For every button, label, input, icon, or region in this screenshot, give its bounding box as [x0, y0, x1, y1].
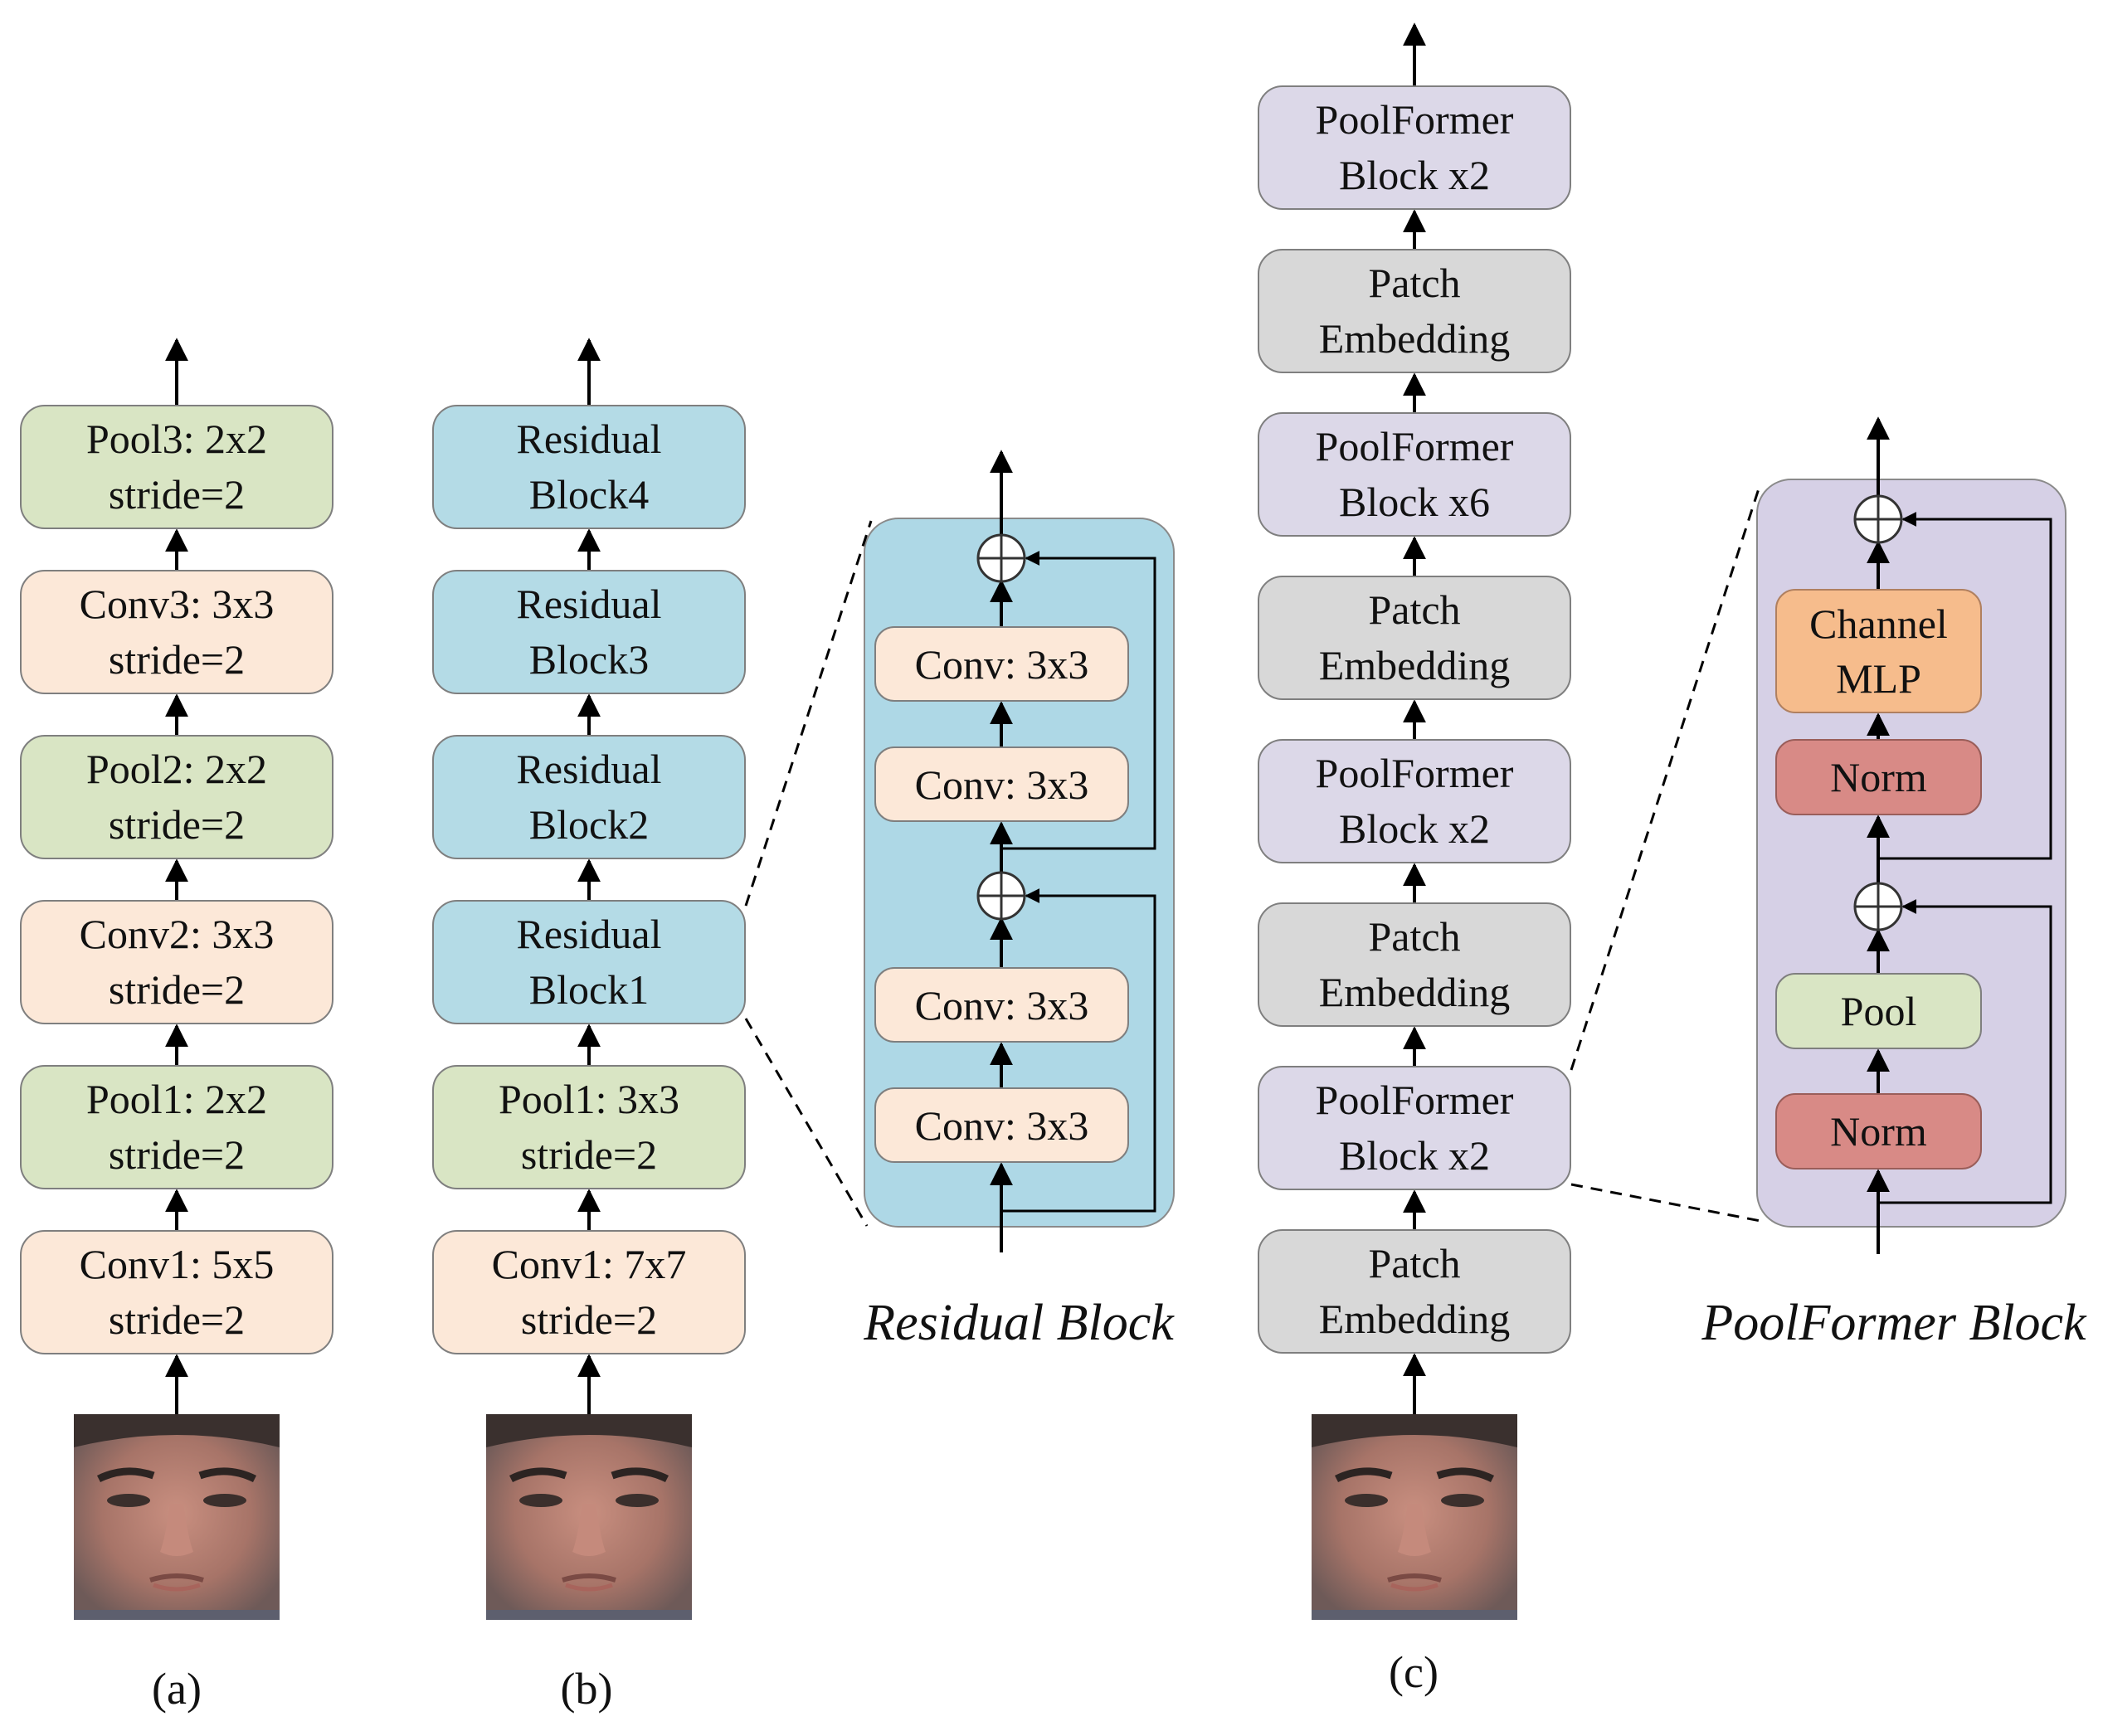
pool1-block: Pool1: 2x2 stride=2	[20, 1065, 333, 1189]
block-line2: Block x2	[1339, 1132, 1490, 1179]
block-line1: Pool1: 3x3	[498, 1076, 680, 1122]
block-line1: Patch	[1368, 586, 1461, 633]
residual-conv-2: Conv: 3x3	[874, 967, 1129, 1043]
block-line2: Block4	[528, 471, 650, 518]
pool-label: Pool	[1840, 988, 1917, 1034]
block-line1: Patch	[1368, 1240, 1461, 1286]
block-line1: Conv1: 5x5	[79, 1241, 275, 1287]
conv-label: Conv: 3x3	[914, 981, 1089, 1028]
block-line2: Embedding	[1318, 642, 1511, 688]
res-plus-2	[976, 533, 1026, 583]
conv1-block-b: Conv1: 7x7 stride=2	[432, 1230, 746, 1354]
face-photo-c	[1312, 1414, 1517, 1620]
block-line2: stride=2	[108, 1131, 246, 1178]
block-line1: Residual	[516, 581, 662, 627]
block-line1: Residual	[516, 416, 662, 462]
face-photo-a	[74, 1414, 280, 1620]
block-line1: Residual	[516, 746, 662, 792]
conv3-block: Conv3: 3x3 stride=2	[20, 570, 333, 694]
block-line2: stride=2	[108, 636, 246, 683]
block-line1: Conv2: 3x3	[79, 911, 275, 957]
conv-label: Conv: 3x3	[914, 761, 1089, 808]
conv-label: Conv: 3x3	[914, 1101, 1089, 1149]
pf-skip-1	[1878, 899, 2052, 1204]
block-line2: stride=2	[108, 471, 246, 518]
pf-plus-1	[1853, 882, 1903, 931]
norm-label: Norm	[1830, 754, 1927, 800]
norm-block-top: Norm	[1775, 739, 1982, 815]
block-line1: PoolFormer	[1315, 96, 1514, 143]
block-line2: Block3	[528, 636, 650, 683]
block-line2: Embedding	[1318, 315, 1511, 362]
residual-block-caption: Residual Block	[864, 1295, 1174, 1351]
block-line2: stride=2	[108, 801, 246, 848]
residual-conv-1: Conv: 3x3	[874, 1087, 1129, 1163]
residual-conv-3: Conv: 3x3	[874, 746, 1129, 822]
block-line1: Patch	[1368, 260, 1461, 306]
block-line1: Channel	[1809, 601, 1948, 647]
zoom-line-residual-bottom	[744, 1018, 869, 1227]
block-line2: Block x2	[1339, 805, 1490, 852]
block-line2: Block1	[528, 966, 650, 1013]
conv-label: Conv: 3x3	[914, 640, 1089, 688]
conv2-block: Conv2: 3x3 stride=2	[20, 900, 333, 1024]
block-line1: PoolFormer	[1315, 750, 1514, 796]
conv1-block: Conv1: 5x5 stride=2	[20, 1230, 333, 1354]
zoom-line-poolformer-top	[1570, 483, 1762, 1071]
block-line1: Residual	[516, 911, 662, 957]
block-line2: Embedding	[1318, 1296, 1511, 1342]
block-line2: stride=2	[108, 966, 246, 1013]
pool3-block: Pool3: 2x2 stride=2	[20, 405, 333, 529]
label-b: (b)	[560, 1664, 613, 1714]
block-line1: Pool2: 2x2	[85, 746, 268, 792]
pool1-block-b: Pool1: 3x3 stride=2	[432, 1065, 746, 1189]
pool-block: Pool	[1775, 973, 1982, 1049]
block-line1: PoolFormer	[1315, 423, 1514, 469]
res-skip-1	[1001, 888, 1156, 1213]
block-line2: Block2	[528, 801, 650, 848]
block-line1: Conv1: 7x7	[491, 1241, 687, 1287]
block-line1: PoolFormer	[1315, 1077, 1514, 1123]
block-line2: stride=2	[520, 1296, 658, 1343]
block-line1: Pool1: 2x2	[85, 1076, 268, 1122]
pf-plus-2	[1853, 494, 1903, 544]
pool2-block: Pool2: 2x2 stride=2	[20, 735, 333, 859]
residual-conv-4: Conv: 3x3	[874, 626, 1129, 702]
label-c: (c)	[1389, 1647, 1439, 1697]
zoom-line-residual-top	[744, 520, 873, 907]
label-a: (a)	[152, 1664, 202, 1714]
zoom-line-poolformer-bottom	[1570, 1183, 1761, 1223]
face-photo-b	[486, 1414, 692, 1620]
block-line2: MLP	[1836, 655, 1921, 702]
res-plus-1	[976, 871, 1026, 921]
block-line2: Block x6	[1339, 479, 1490, 525]
block-line2: stride=2	[520, 1131, 658, 1178]
block-line1: Pool3: 2x2	[85, 416, 268, 462]
block-line1: Conv3: 3x3	[79, 581, 275, 627]
pf-skip-2	[1878, 512, 2052, 860]
block-line2: stride=2	[108, 1296, 246, 1343]
res-skip-2	[1001, 551, 1156, 850]
norm-label: Norm	[1830, 1108, 1927, 1155]
norm-block-bottom: Norm	[1775, 1093, 1982, 1169]
block-line2: Block x2	[1339, 152, 1490, 198]
poolformer-block-caption: PoolFormer Block	[1701, 1295, 2086, 1351]
block-line2: Embedding	[1318, 969, 1511, 1015]
block-line1: Patch	[1368, 913, 1461, 960]
